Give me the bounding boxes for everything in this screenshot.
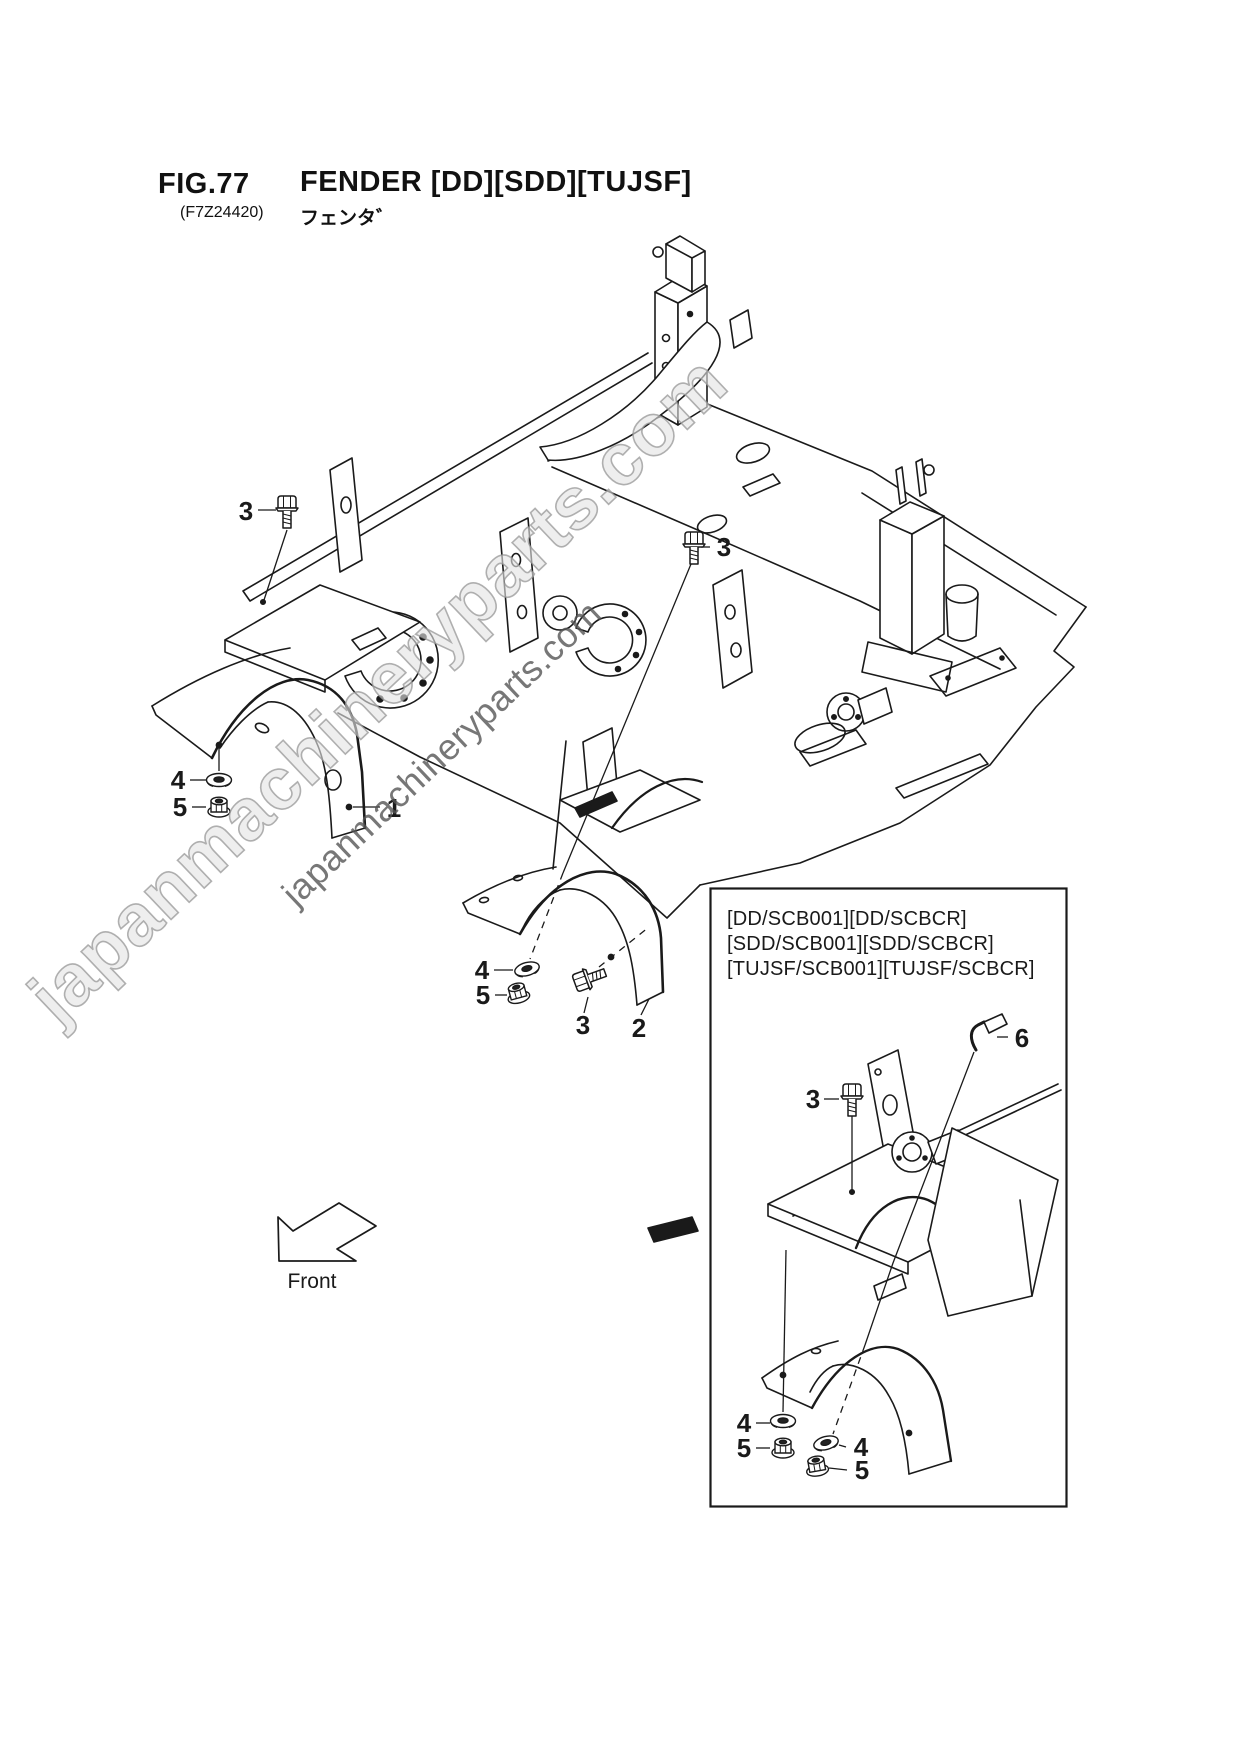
bolt-icon bbox=[840, 1083, 864, 1117]
deck-cutouts bbox=[696, 442, 1017, 799]
callout-3-bolt-mid: 3 bbox=[576, 1010, 590, 1040]
inset-fender bbox=[761, 1340, 953, 1475]
inset-right-slab bbox=[927, 1127, 1059, 1317]
callout-4-washer-inset-left: 4 bbox=[737, 1408, 752, 1438]
washer-icon bbox=[769, 1413, 797, 1429]
callout-2-fender-mid: 2 bbox=[632, 1013, 646, 1043]
callout-6-hook-inset: 6 bbox=[1015, 1023, 1029, 1053]
washer-icon bbox=[512, 958, 542, 980]
figure-title: FENDER [DD][SDD][TUJSF] bbox=[300, 166, 692, 198]
front-direction-indicator: Front bbox=[277, 1202, 377, 1293]
deck-drop-line bbox=[552, 740, 567, 870]
callout-labels: 3 4 5 1 3 4 5 3 2 6 3 4 5 4 5 bbox=[171, 496, 1029, 1485]
callout-4-washer-left: 4 bbox=[171, 765, 186, 795]
mount-hole-dot bbox=[345, 803, 353, 811]
mount-bracket-mid2 bbox=[499, 517, 539, 653]
inset-detail-drawing bbox=[761, 1013, 1062, 1475]
bolt-icon bbox=[275, 495, 299, 529]
leader-lines bbox=[190, 509, 1008, 1471]
figure-part-code: (F7Z24420) bbox=[180, 204, 264, 221]
callout-3-bolt-left: 3 bbox=[239, 496, 253, 526]
curved-arm bbox=[539, 321, 721, 462]
deck-right-edge bbox=[699, 606, 1087, 886]
hub-right bbox=[826, 687, 893, 732]
rubber-hook-part bbox=[969, 1013, 1008, 1052]
variant-line-3: [TUJSF/SCB001][TUJSF/SCBCR] bbox=[727, 958, 1035, 980]
inset-variant-box bbox=[709, 887, 1068, 1508]
callout-3-bolt-center: 3 bbox=[717, 532, 731, 562]
mount-bracket-left bbox=[329, 457, 363, 573]
callout-3-bolt-inset: 3 bbox=[806, 1084, 820, 1114]
frame-foot bbox=[559, 727, 701, 833]
nut-icon bbox=[503, 980, 532, 1007]
mount-hole-dot bbox=[779, 1371, 787, 1379]
nut-icon bbox=[803, 1453, 831, 1479]
main-frame-drawing bbox=[224, 235, 1087, 1243]
bolt-icon bbox=[682, 531, 706, 565]
callout-1-fender-left: 1 bbox=[387, 793, 401, 823]
frame-post-right bbox=[861, 458, 979, 693]
frame-rear-arch bbox=[610, 778, 704, 830]
fender-mount-arc-middle bbox=[575, 603, 647, 677]
mount-hole-dot bbox=[905, 1429, 913, 1437]
callout-4-washer-inset-right: 4 bbox=[854, 1432, 869, 1462]
callout-5-nut-left: 5 bbox=[173, 792, 187, 822]
callout-5-nut-inset-right: 5 bbox=[855, 1455, 869, 1485]
mount-plate-left bbox=[224, 584, 421, 693]
callout-5-nut-mid: 5 bbox=[476, 980, 490, 1010]
frame-rail bbox=[242, 352, 653, 602]
callout-5-nut-inset-left: 5 bbox=[737, 1433, 751, 1463]
variant-line-1: [DD/SCB001][DD/SCBCR] bbox=[727, 908, 967, 930]
mount-bracket-middle bbox=[712, 569, 753, 689]
bolt-icon bbox=[570, 961, 610, 995]
watermark-large: japanmachineryparts.com bbox=[12, 341, 742, 1040]
callout-4-washer-mid: 4 bbox=[475, 955, 490, 985]
front-label: Front bbox=[287, 1270, 336, 1293]
variant-line-2: [SDD/SCB001][SDD/SCBCR] bbox=[727, 933, 994, 955]
hub-left bbox=[542, 595, 578, 631]
washer-icon bbox=[811, 1432, 841, 1454]
small-bracket bbox=[729, 309, 753, 349]
nut-icon bbox=[771, 1437, 795, 1459]
deck-bottom-edge bbox=[337, 712, 701, 919]
figure-title-japanese: フェンタ゛ bbox=[300, 208, 396, 229]
loose-bar bbox=[647, 1216, 699, 1243]
fender-part-2 bbox=[462, 866, 665, 1006]
fender-part-1 bbox=[151, 647, 367, 839]
figure-number: FIG.77 bbox=[158, 168, 250, 200]
mount-hole-dot bbox=[215, 741, 223, 749]
front-arrow-icon bbox=[277, 1202, 377, 1262]
